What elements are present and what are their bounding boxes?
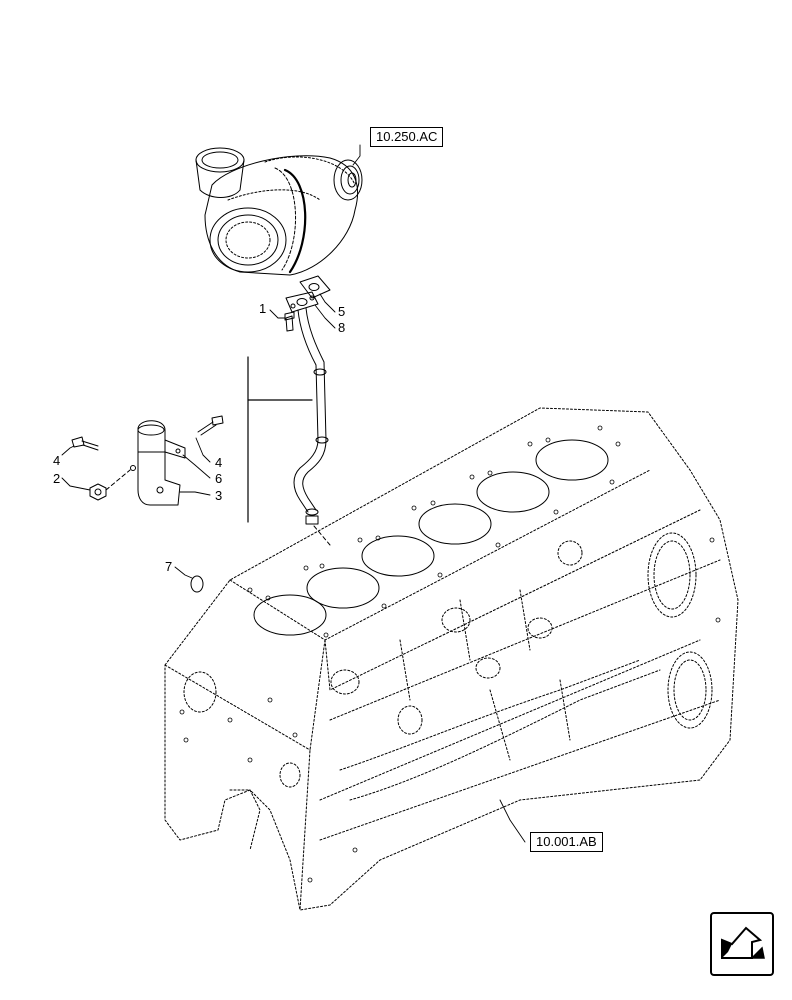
oil-pipe-flange bbox=[285, 291, 319, 313]
bracket bbox=[130, 451, 181, 506]
oil-drain-pipe bbox=[293, 307, 329, 525]
callout-5: 5 bbox=[338, 304, 346, 319]
bolt-left bbox=[71, 436, 99, 451]
callout-3: 3 bbox=[215, 488, 223, 503]
gasket bbox=[299, 275, 331, 299]
callout-1: 1 bbox=[259, 301, 267, 316]
cylinder-bores bbox=[253, 439, 609, 636]
arrow-glyph bbox=[721, 926, 765, 959]
callout-6: 6 bbox=[215, 471, 223, 486]
turbocharger bbox=[195, 147, 363, 276]
bolt bbox=[284, 311, 295, 332]
engine-block-reference-label[interactable]: 10.001.AB bbox=[530, 832, 603, 852]
callout-4-left: 4 bbox=[53, 453, 61, 468]
clamp bbox=[137, 420, 186, 459]
turbocharger-reference-label[interactable]: 10.250.AC bbox=[370, 127, 444, 147]
callout-2: 2 bbox=[53, 471, 61, 486]
callout-7: 7 bbox=[165, 559, 173, 574]
callout-8: 8 bbox=[338, 320, 346, 335]
next-page-arrow-icon[interactable] bbox=[710, 912, 774, 976]
callout-4-right: 4 bbox=[215, 455, 223, 470]
engine-block bbox=[164, 407, 739, 911]
nut bbox=[89, 483, 107, 501]
bolt-right bbox=[197, 415, 224, 436]
assembly-bracket-line bbox=[247, 356, 313, 523]
plug bbox=[190, 575, 204, 593]
leader-lines bbox=[61, 144, 526, 843]
